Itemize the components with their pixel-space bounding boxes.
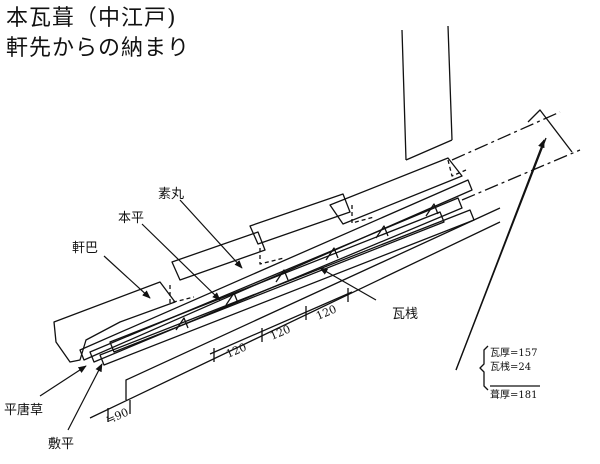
eave-offset-tick — [107, 400, 131, 422]
round-tile-low — [171, 231, 266, 281]
dimension-line — [209, 291, 353, 355]
diagram-title: 本瓦葺（中江戸) — [6, 6, 177, 31]
leader-hirakarakusa — [39, 365, 87, 397]
round-tile-mid — [249, 193, 351, 245]
note-batten: 瓦桟=24 — [490, 360, 531, 373]
centerline-2 — [461, 149, 581, 201]
thickness-bracket — [479, 345, 489, 391]
wall-post — [401, 25, 453, 161]
leader-honhira — [141, 223, 221, 301]
roof-board — [89, 207, 501, 419]
leader-shikihira — [67, 363, 103, 431]
label-somaru: 素丸 — [158, 187, 184, 202]
leader-kawarasan — [319, 267, 377, 301]
flat-tile-1 — [79, 179, 473, 361]
note-tile-thickness: 瓦厚=157 — [490, 347, 537, 359]
hidden-edge — [169, 159, 467, 304]
diagram-subtitle: 軒先からの納まり — [6, 36, 191, 61]
label-honhira: 本平 — [118, 211, 144, 226]
eave-round-tile — [53, 281, 176, 363]
dimension-value-2: 120 — [268, 323, 292, 343]
label-shikihira: 敷平 — [48, 437, 74, 452]
flat-tile-4 — [109, 211, 445, 353]
centerline-3 — [527, 109, 573, 153]
label-hirakarakusa: 平唐草 — [4, 402, 43, 418]
flat-tile-3 — [99, 209, 475, 366]
label-nokitomoe: 軒巴 — [72, 241, 98, 256]
leader-thickness — [455, 139, 545, 371]
leader-somaru — [179, 199, 243, 269]
leader-nokitomoe — [103, 255, 151, 299]
centerline-1 — [451, 111, 561, 161]
round-tile-upper — [329, 157, 463, 225]
flat-tile-2 — [89, 197, 463, 363]
dimension-ticks — [213, 288, 349, 362]
note-roof-thickness: 葺厚=181 — [490, 388, 537, 401]
batten-row — [175, 203, 439, 331]
dimension-value-3: 120 — [314, 303, 338, 323]
label-kawarasan: 瓦桟 — [392, 307, 418, 322]
